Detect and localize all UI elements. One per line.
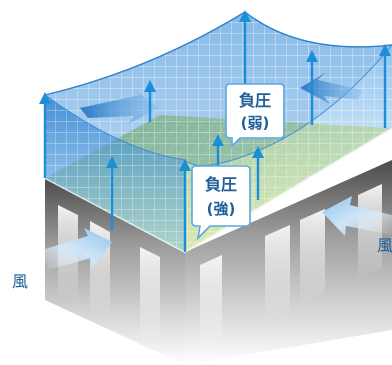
callout-strong [191,165,251,241]
wind-arrow-right [322,196,392,236]
roof-vortices [80,72,362,124]
callout-strong-title: 負圧 [205,175,237,194]
wind-label-right: 風 [377,236,392,255]
callout-weak [225,83,285,148]
callout-strong-sub: (強) [207,200,236,218]
wind-arrow-left [42,228,112,270]
wind-label-left: 風 [12,272,28,291]
vortex-right [300,72,362,104]
wind-arrows [42,196,392,270]
callout-weak-title: 負圧 [239,91,271,110]
right-wall-openings [200,184,382,350]
callout-weak-sub: (弱) [241,114,270,132]
building-body [45,160,392,365]
vortex-left [80,88,160,124]
